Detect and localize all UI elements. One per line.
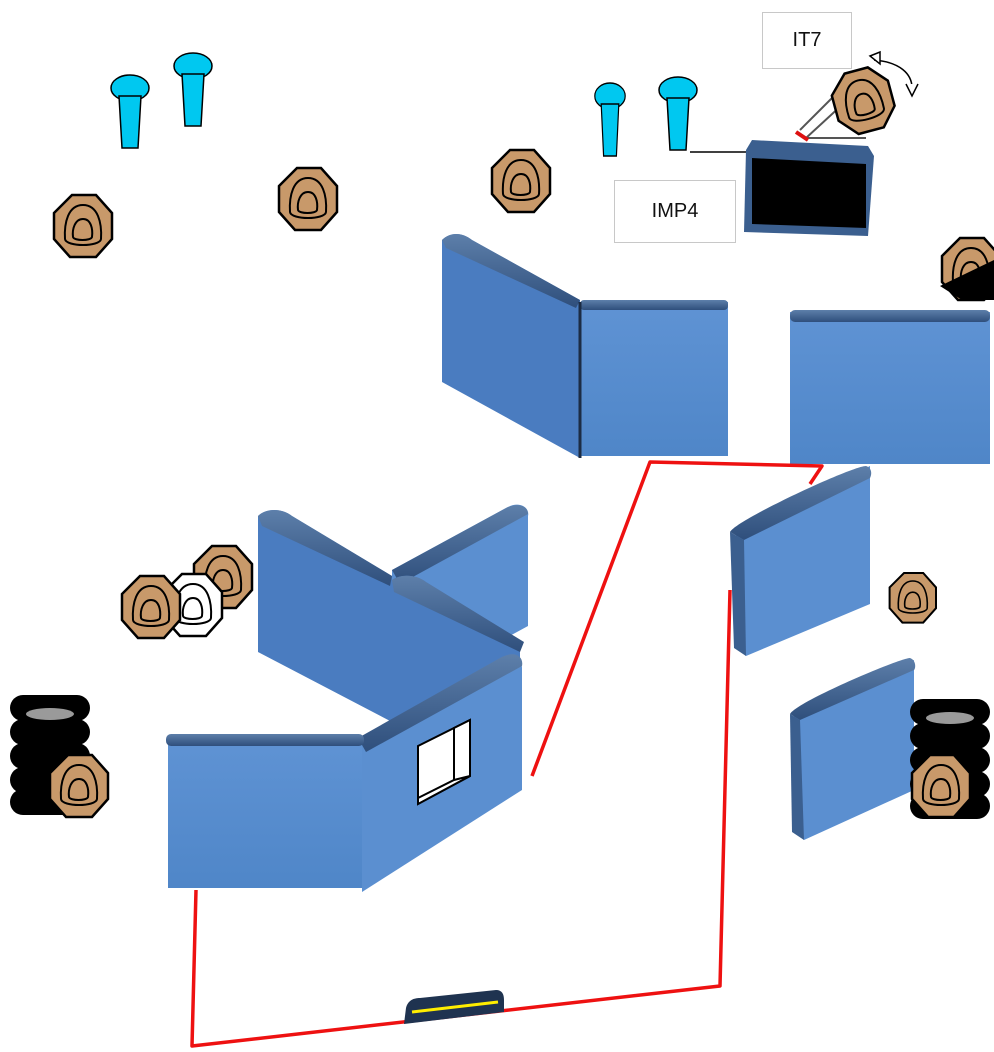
paper-target-icon: [888, 571, 938, 624]
tire-stack-icon: [10, 695, 90, 815]
steel-popper-icon: [594, 82, 626, 157]
wall-right-mid: [730, 466, 872, 656]
window-port: [417, 718, 471, 806]
paper-target-icon: [910, 753, 972, 819]
rotate-arrow-icon: [868, 50, 919, 98]
paper-target-icon: [120, 574, 182, 640]
moving-screen: [744, 140, 874, 236]
label-imp4: IMP4: [614, 180, 736, 243]
steel-popper-icon: [173, 52, 213, 127]
wall-upper-left-angled: [442, 234, 580, 458]
steel-popper-icon: [658, 76, 698, 151]
swinging-target-icon: [794, 62, 901, 142]
paper-target-icon: [48, 753, 110, 819]
wall-upper-center: [578, 300, 728, 458]
steel-popper-icon: [110, 74, 150, 149]
start-position-marker: [404, 990, 504, 1024]
paper-target-icon: [52, 193, 114, 259]
tire-stack-icon: [910, 699, 990, 819]
wall-right-lower: [790, 658, 916, 840]
paper-target-icon: [277, 166, 339, 232]
wall-left-angled: [258, 510, 392, 722]
paper-target-icon: [490, 148, 552, 214]
wall-upper-right: [790, 310, 990, 464]
label-it7: IT7: [762, 12, 852, 69]
partial-target-icon: [940, 236, 994, 302]
wall-front-left: [166, 734, 364, 888]
